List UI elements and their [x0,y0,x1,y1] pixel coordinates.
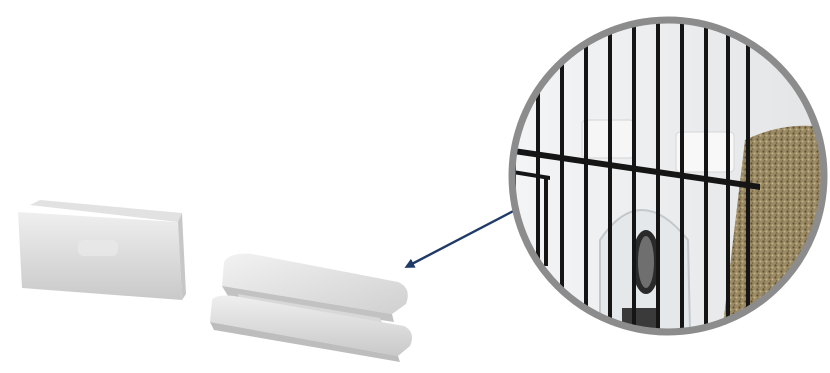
cage-detail-magnifier [500,10,830,350]
clip-flat [210,254,412,362]
feeder [600,210,690,330]
clip-upright [18,200,186,300]
